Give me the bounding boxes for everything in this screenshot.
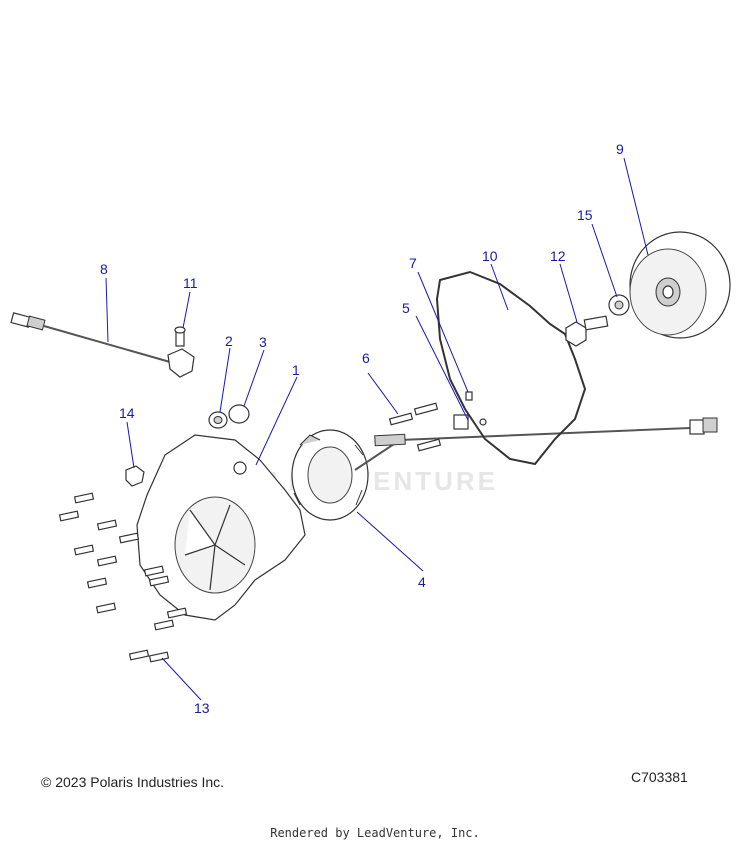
callout-4: 4 xyxy=(418,574,426,590)
callout-1: 1 xyxy=(292,362,300,378)
callout-numbers: 8 11 2 3 1 14 4 5 6 7 10 12 15 9 13 xyxy=(100,141,624,716)
part-1-stator-cover[interactable] xyxy=(136,434,306,621)
callout-11: 11 xyxy=(183,275,198,291)
diagram-code: C703381 xyxy=(631,769,688,785)
copyright-text: © 2023 Polaris Industries Inc. xyxy=(41,774,225,790)
leader-lines xyxy=(105,157,649,701)
part-2-bearing[interactable] xyxy=(208,411,228,429)
part-3-snap-ring[interactable] xyxy=(228,404,250,424)
part-6-bolts[interactable] xyxy=(388,402,442,452)
part-9-flywheel[interactable] xyxy=(629,231,731,339)
callout-13: 13 xyxy=(194,700,210,716)
part-5-sensor[interactable] xyxy=(453,414,487,430)
part-14-clip[interactable] xyxy=(125,465,145,487)
callout-12: 12 xyxy=(550,248,566,264)
callout-7: 7 xyxy=(409,255,417,271)
callout-3: 3 xyxy=(259,334,267,350)
callout-9: 9 xyxy=(616,141,624,157)
callout-15: 15 xyxy=(577,207,593,223)
part-4-stator[interactable] xyxy=(291,417,718,521)
callout-5: 5 xyxy=(402,300,410,316)
callout-2: 2 xyxy=(225,333,233,349)
rendered-by-text: Rendered by LeadVenture, Inc. xyxy=(270,826,480,840)
part-13-bolts[interactable] xyxy=(58,492,188,663)
callout-14: 14 xyxy=(119,405,135,421)
part-7-dowel[interactable] xyxy=(465,391,473,401)
part-8-sensor-harness[interactable] xyxy=(10,312,195,378)
callout-8: 8 xyxy=(100,261,108,277)
part-12-flywheel-bolt[interactable] xyxy=(565,315,609,347)
part-10-gasket[interactable] xyxy=(435,270,587,466)
callout-10: 10 xyxy=(482,248,498,264)
part-11-bolt[interactable] xyxy=(174,326,186,347)
callout-6: 6 xyxy=(362,350,370,366)
part-15-washer[interactable] xyxy=(608,294,630,316)
